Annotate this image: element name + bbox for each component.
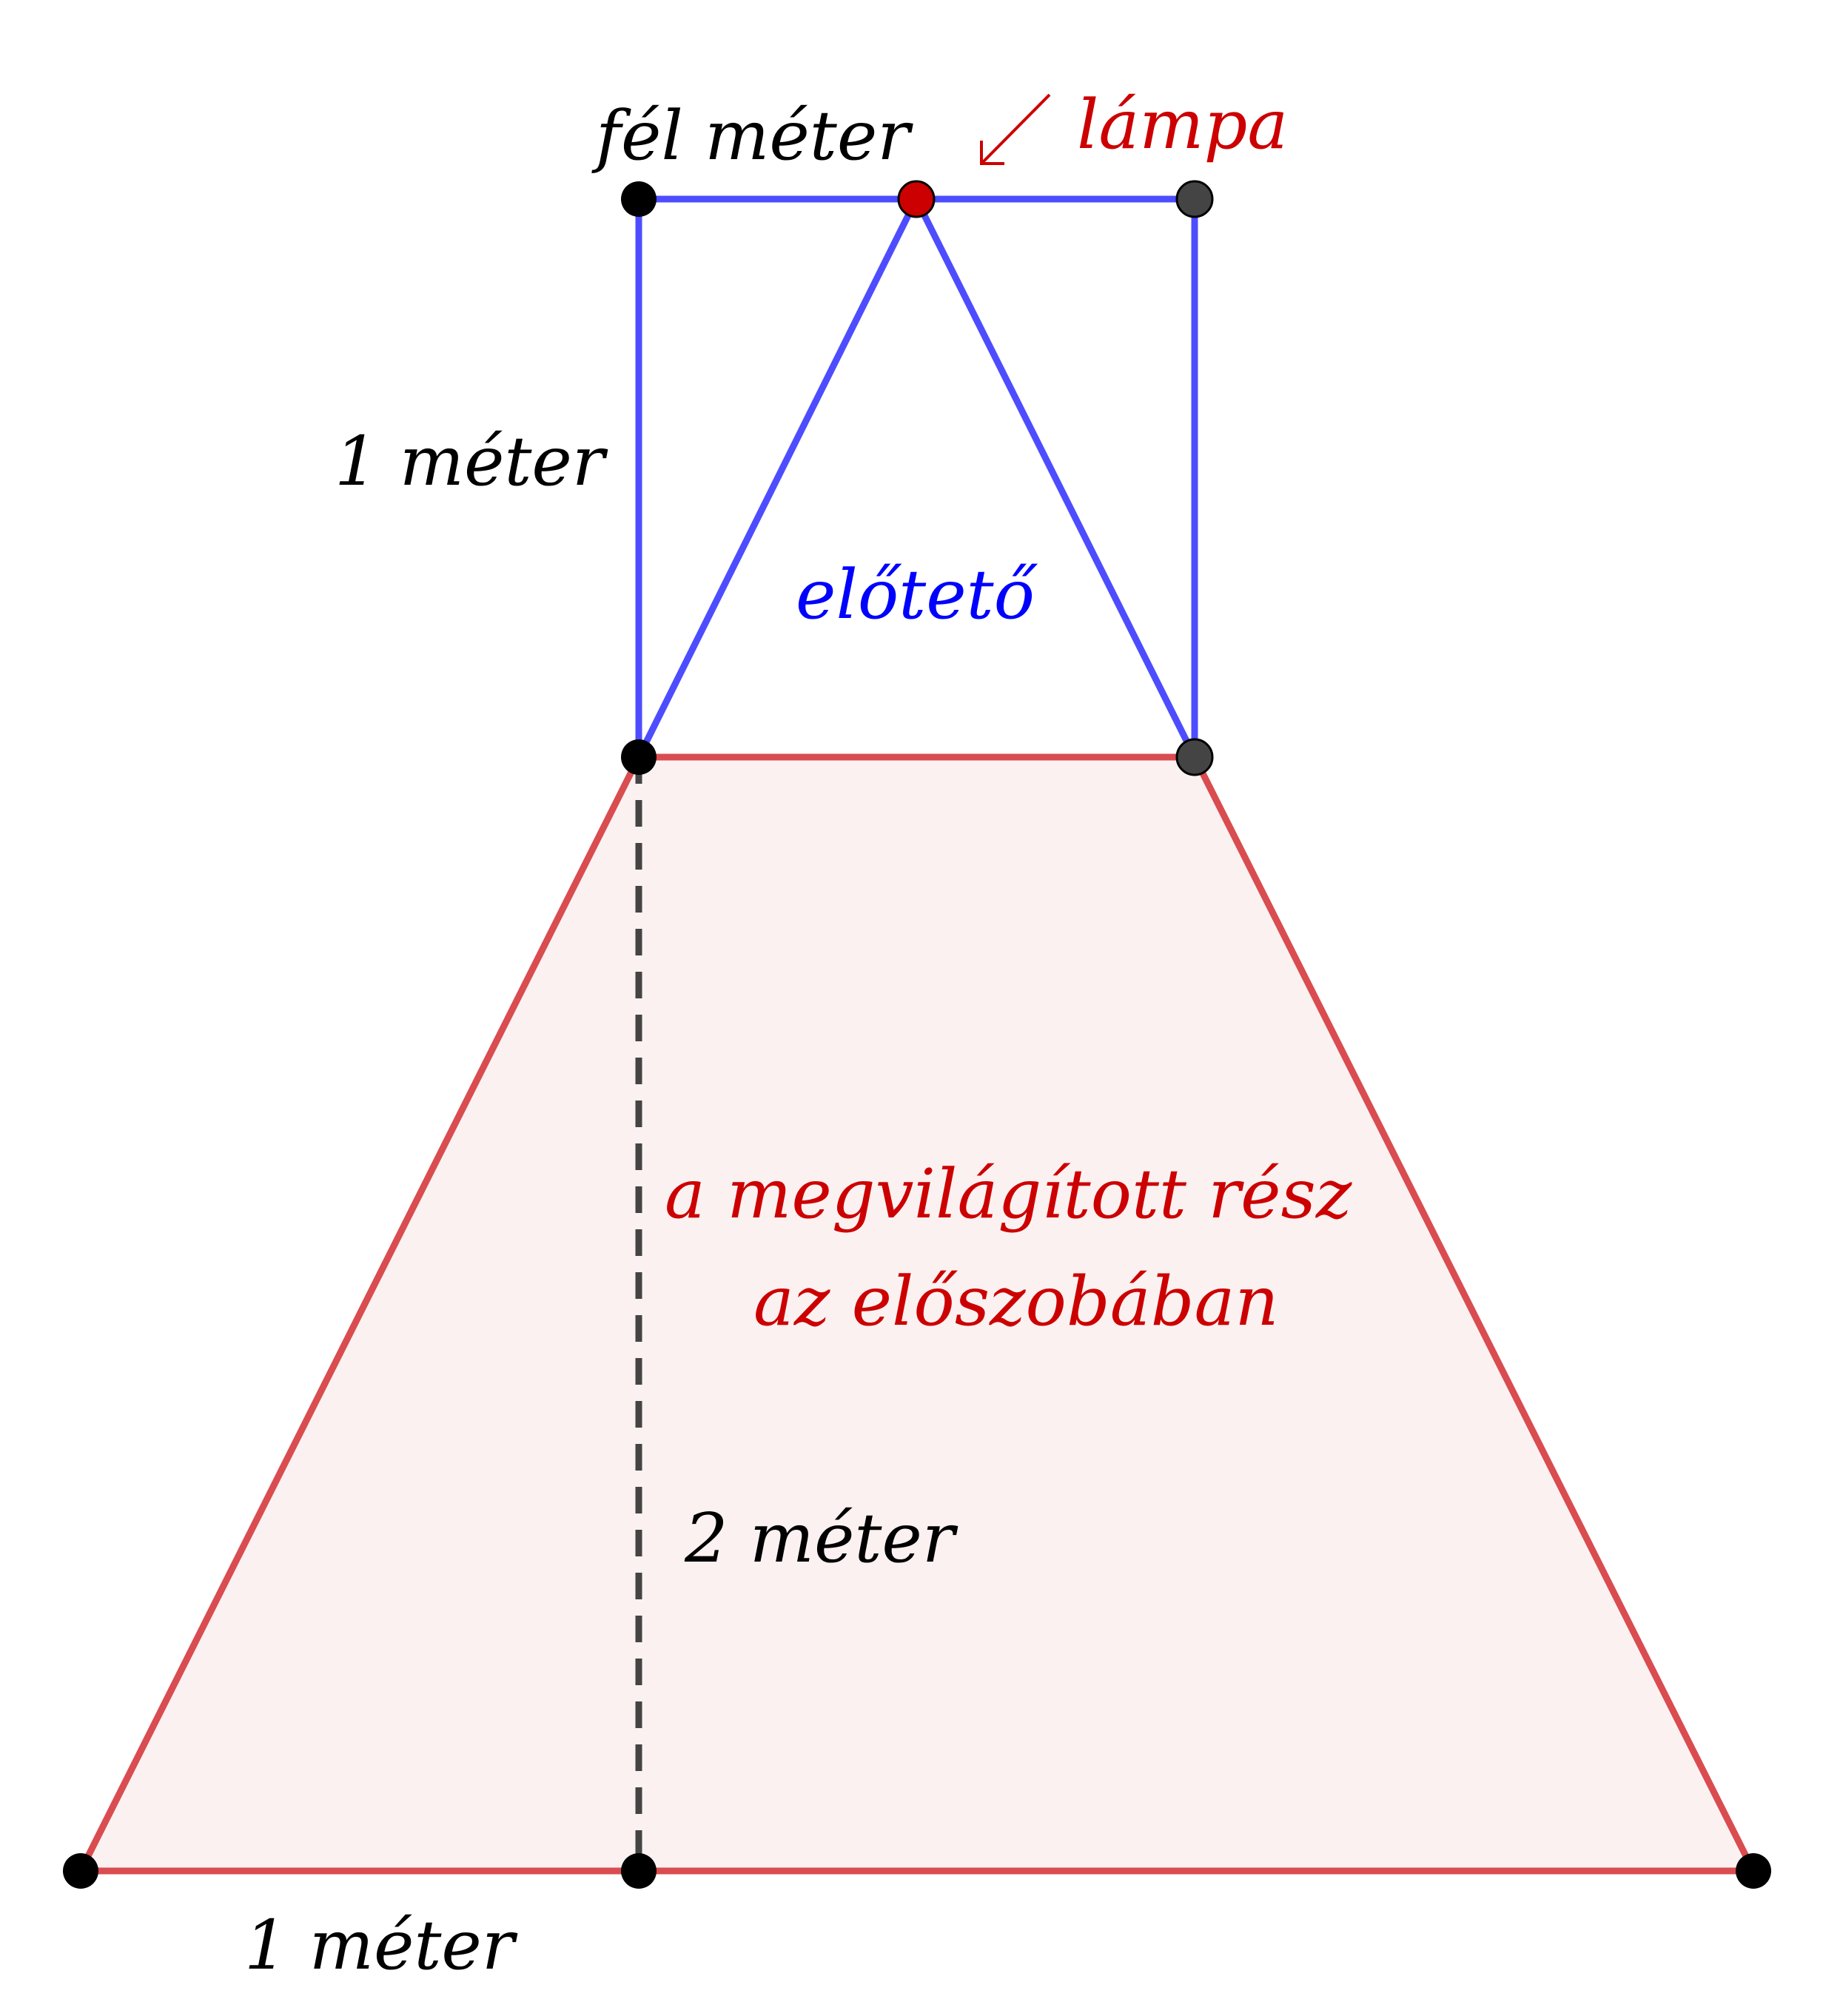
lamp-arrow-icon — [980, 93, 1051, 165]
height-top-label: 1 méter — [335, 422, 608, 501]
bottom-width-label: 1 méter — [244, 1906, 518, 1985]
point-top-left — [621, 181, 657, 217]
point-bottom-left — [63, 1853, 98, 1889]
height-bottom-label: 2 méter — [684, 1499, 958, 1578]
canopy-label: előtető — [796, 555, 1038, 634]
light-ray-lines — [635, 195, 1198, 759]
point-top-right — [1175, 180, 1214, 218]
point-mid-left — [621, 739, 657, 775]
canopy-rectangle — [635, 195, 1198, 757]
lamp-label: lámpa — [1077, 85, 1288, 164]
point-bottom-foot — [621, 1853, 657, 1889]
lit-area-label-line2: az előszobában — [753, 1262, 1279, 1341]
lamp-point — [897, 180, 936, 218]
top-width-label: fél méter — [591, 96, 913, 175]
point-bottom-right — [1736, 1853, 1771, 1889]
lit-area-label-line1: a megvilágított rész — [665, 1155, 1352, 1234]
point-mid-right — [1175, 738, 1214, 776]
